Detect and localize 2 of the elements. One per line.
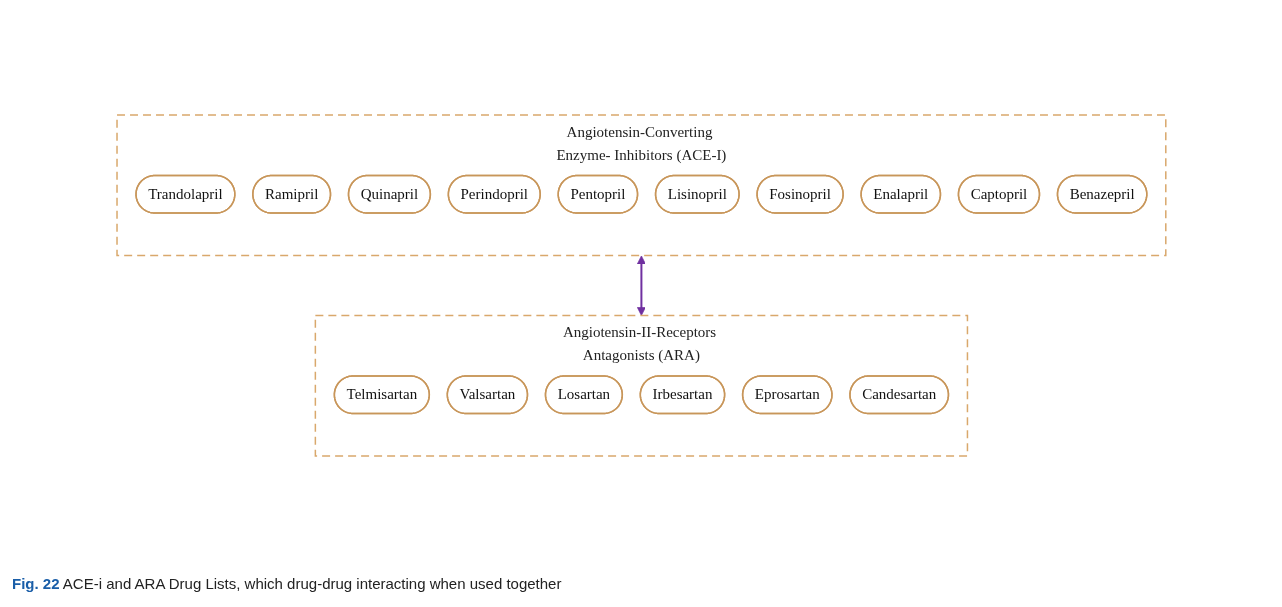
figure-caption: Fig. 22 ACE-i and ARA Drug Lists, which drug-drug interacting when used together: [12, 575, 562, 592]
arrow: [636, 255, 646, 316]
